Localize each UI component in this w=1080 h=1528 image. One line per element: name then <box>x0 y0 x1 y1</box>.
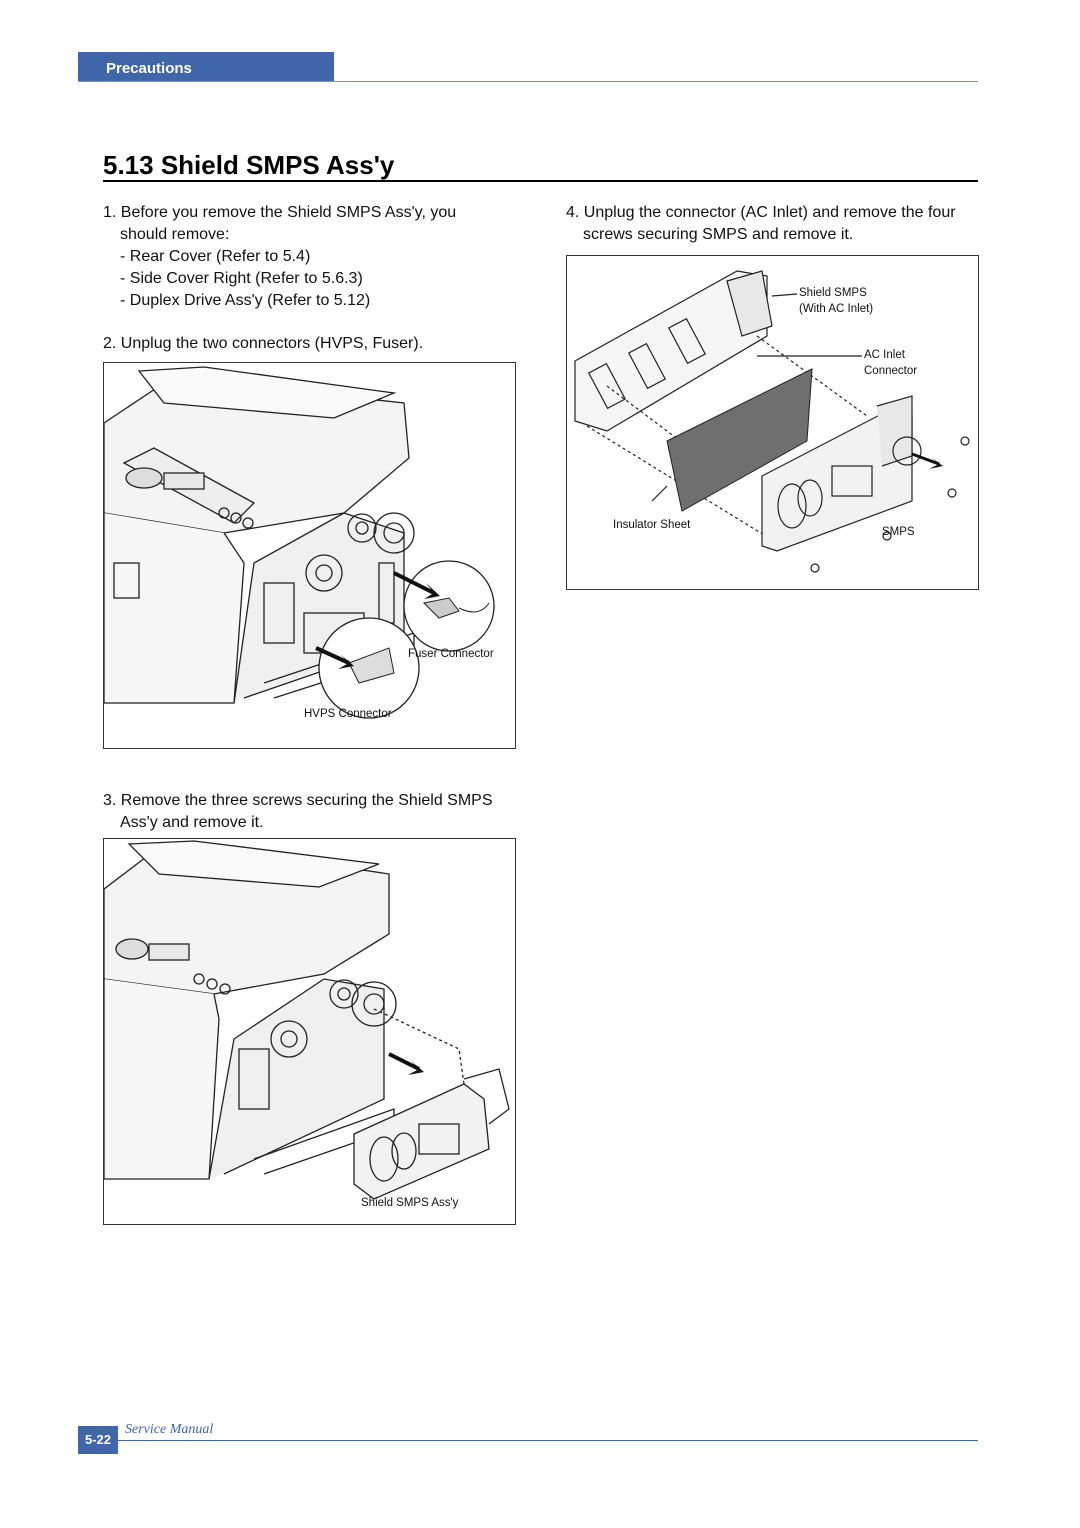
figure-remove-shield-smps: Shield SMPS Ass'y <box>103 838 516 1225</box>
section-tab: Precautions <box>78 52 334 82</box>
header-divider <box>78 81 978 82</box>
figure-remove-smps: Shield SMPS (With AC Inlet) AC Inlet Con… <box>566 255 979 590</box>
footer-manual-label: Service Manual <box>125 1422 214 1437</box>
step-3: 3. Remove the three screws securing the … <box>103 790 493 834</box>
page-title: 5.13 Shield SMPS Ass'y <box>103 150 395 180</box>
step-4-line-2: screws securing SMPS and remove it. <box>583 226 854 243</box>
shield-smps-assy-label: Shield SMPS Ass'y <box>361 1197 459 1209</box>
step-3-line-1: 3. Remove the three screws securing the … <box>103 792 493 809</box>
footer-divider <box>118 1440 978 1441</box>
step-1: 1. Before you remove the Shield SMPS Ass… <box>103 202 456 312</box>
title-rule <box>103 180 978 182</box>
page-number: 5-22 <box>78 1426 118 1454</box>
fuser-connector-label: Fuser Connector <box>408 648 494 660</box>
step-1-sub-1: - Rear Cover (Refer to 5.4) <box>120 248 311 265</box>
shield-smps-removal-illustration <box>104 840 510 1200</box>
step-1-sub-3: - Duplex Drive Ass'y (Refer to 5.12) <box>120 292 371 309</box>
figure-unplug-connectors: Fuser Connector HVPS Connector <box>103 362 516 749</box>
step-1-sub-2: - Side Cover Right (Refer to 5.6.3) <box>120 270 363 287</box>
smps-label: SMPS <box>882 526 915 538</box>
step-2: 2. Unplug the two connectors (HVPS, Fuse… <box>103 335 424 352</box>
step-1-line-2: should remove: <box>120 226 230 243</box>
section-tab-label: Precautions <box>106 60 192 77</box>
with-ac-inlet-label: (With AC Inlet) <box>799 303 874 315</box>
insulator-sheet-label: Insulator Sheet <box>613 519 691 531</box>
connector-label: Connector <box>864 365 918 377</box>
printer-connectors-illustration <box>104 366 495 719</box>
hvps-connector-label: HVPS Connector <box>304 708 392 720</box>
ac-inlet-label: AC Inlet <box>864 349 905 361</box>
step-1-line-1: 1. Before you remove the Shield SMPS Ass… <box>103 204 457 221</box>
shield-smps-label: Shield SMPS <box>799 287 867 299</box>
step-4: 4. Unplug the connector (AC Inlet) and r… <box>566 202 956 246</box>
step-3-line-2: Ass'y and remove it. <box>120 814 264 831</box>
smps-exploded-illustration <box>574 270 970 573</box>
step-4-line-1: 4. Unplug the connector (AC Inlet) and r… <box>566 204 956 221</box>
